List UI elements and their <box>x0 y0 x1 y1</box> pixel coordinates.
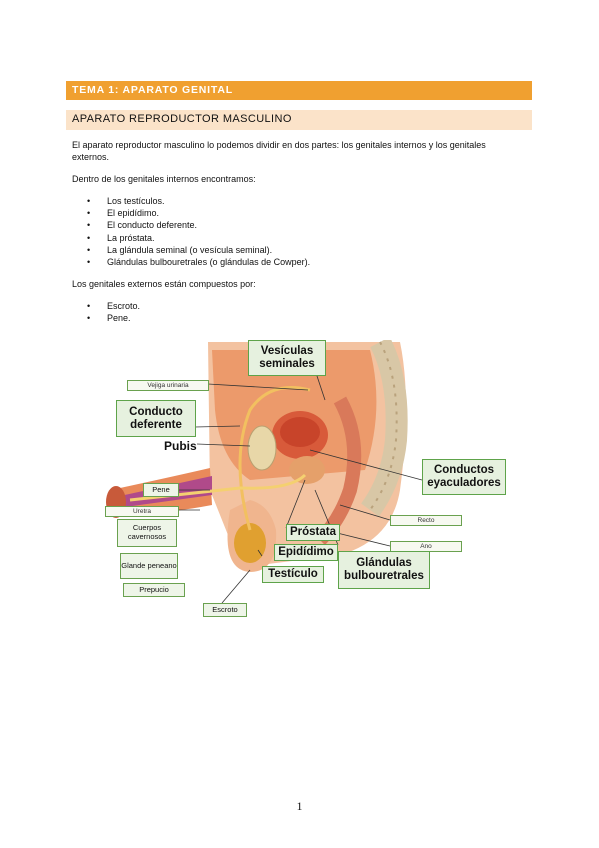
list-item: •Escroto. <box>87 301 141 311</box>
tema-title: TEMA 1: APARATO GENITAL <box>72 84 233 96</box>
list-item: •Pene. <box>87 313 131 324</box>
label-recto: Recto <box>390 515 462 526</box>
leader-line <box>257 549 263 557</box>
internos-list: •Los testículos. •El epidídimo. •El cond… <box>72 195 310 268</box>
label-pene: Pene <box>143 483 179 497</box>
externos-list: •Escroto. •Pene. <box>72 300 140 324</box>
label-prepucio: Prepucio <box>123 583 185 597</box>
list-item: •El epidídimo. <box>87 208 160 219</box>
list-item: •La glándula seminal (o vesícula seminal… <box>87 244 273 255</box>
list-item: •El conducto deferente. <box>87 220 198 231</box>
leader-line <box>194 425 241 428</box>
section-title: APARATO REPRODUCTOR MASCULINO <box>72 113 292 125</box>
label-conducto-deferente: Conducto deferente <box>116 400 196 437</box>
leader-line <box>309 449 423 481</box>
label-vesiculas-seminales: Vesículas seminales <box>248 340 326 376</box>
label-testiculo: Testículo <box>262 566 324 583</box>
label-prostata: Próstata <box>286 524 340 541</box>
label-uretra: Uretra <box>105 506 179 517</box>
leader-line <box>196 443 251 447</box>
label-epididimo: Epidídimo <box>274 544 338 561</box>
intro-paragraph: El aparato reproductor masculino lo pode… <box>72 140 486 162</box>
list-item: •La próstata. <box>87 232 155 243</box>
label-conductos-eyaculadores: Conductos eyaculadores <box>422 459 506 495</box>
section-title-bar: APARATO REPRODUCTOR MASCULINO <box>66 110 532 130</box>
list-item: •Los testículos. <box>87 196 165 206</box>
list-item: •Glándulas bulbouretrales (o glándulas d… <box>87 257 311 268</box>
anatomy-figure: Vesículas seminales Vejiga urinaria Cond… <box>100 340 506 620</box>
externos-intro: Los genitales externos están compuestos … <box>72 279 256 289</box>
leader-line <box>285 479 306 529</box>
tema-title-bar: TEMA 1: APARATO GENITAL <box>66 81 532 100</box>
internos-intro: Dentro de los genitales internos encontr… <box>72 174 256 184</box>
label-vejiga-urinaria: Vejiga urinaria <box>127 380 209 391</box>
leader-line <box>339 504 391 521</box>
label-pubis: Pubis <box>164 439 197 453</box>
leader-line <box>207 383 309 391</box>
label-glande-peneano: Glande peneano <box>120 553 178 579</box>
label-cuerpos-cavernosos: Cuerpos cavernosos <box>117 519 177 547</box>
label-escroto: Escroto <box>203 603 247 617</box>
label-glandulas-bulbouretrales: Glándulas bulbouretrales <box>338 551 430 589</box>
page-number: 1 <box>296 799 303 813</box>
leader-line <box>221 569 251 604</box>
